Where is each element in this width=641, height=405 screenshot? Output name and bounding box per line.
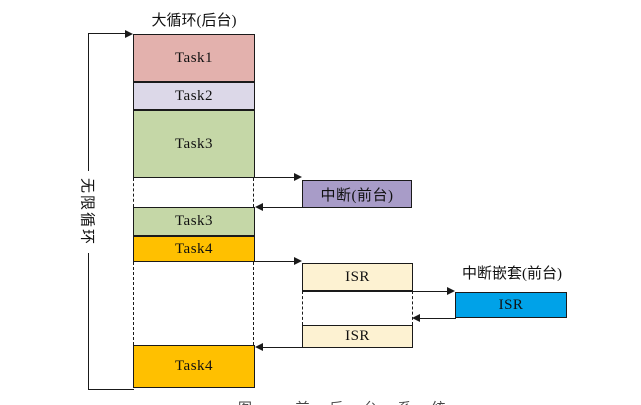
- arrowhead-right-icon: [294, 173, 302, 181]
- return-to-task4-line: [262, 347, 413, 348]
- idle-gap1-right-dashed-line: [253, 178, 254, 207]
- interrupt-foreground-label: 中断(前台): [320, 187, 394, 204]
- isr-gap-left-dashed-line: [302, 291, 303, 325]
- arrowhead-left-icon: [255, 343, 263, 351]
- arrowhead-right-icon: [447, 287, 455, 295]
- task4-resumed-box: Task4: [133, 345, 255, 388]
- arrowhead-right-icon: [125, 29, 133, 38]
- return-from-nested-isr-line: [419, 318, 456, 319]
- idle-gap2-right-dashed-line: [253, 262, 254, 345]
- nested-isr-label: ISR: [498, 296, 524, 313]
- idle-gap1-left-dashed-line: [133, 178, 134, 207]
- task2-label: Task2: [174, 87, 214, 104]
- arrowhead-right-icon: [294, 257, 302, 265]
- interrupt-foreground-box: 中断(前台): [302, 180, 412, 208]
- task2-box: Task2: [133, 82, 255, 110]
- task1-label: Task1: [174, 49, 214, 66]
- task3-resumed-box: Task3: [133, 207, 255, 236]
- loop-bracket-top-line: [88, 33, 126, 34]
- task4-resumed-label: Task4: [174, 358, 214, 374]
- task1-box: Task1: [133, 34, 255, 82]
- isr2-box: ISR: [302, 325, 413, 348]
- isr1-label: ISR: [345, 268, 370, 285]
- loop-bracket-bottom-line: [88, 389, 134, 390]
- arrowhead-left-icon: [255, 203, 263, 211]
- return-from-interrupt-line: [262, 207, 302, 208]
- task3-box: Task3: [133, 110, 255, 178]
- arrow-to-nested-isr-line: [302, 291, 449, 292]
- infinite-loop-label: 无限循环: [77, 170, 99, 254]
- task3-label: Task3: [174, 135, 214, 152]
- isr1-box: ISR: [302, 263, 413, 291]
- arrow-to-interrupt-line: [255, 177, 295, 178]
- task4-box: Task4: [133, 236, 255, 262]
- isr2-label: ISR: [345, 328, 370, 344]
- idle-gap2-left-dashed-line: [133, 262, 134, 345]
- arrowhead-left-icon: [412, 314, 420, 322]
- task4-label: Task4: [174, 240, 214, 257]
- arrow-to-isr1-line: [255, 261, 295, 262]
- background-loop-title: 大循环(后台): [151, 13, 237, 29]
- nested-interrupt-title: 中断嵌套(前台): [462, 266, 562, 282]
- nested-isr-box: ISR: [455, 292, 567, 318]
- isr-gap-right-dashed-line: [412, 291, 413, 325]
- task3-resumed-label: Task3: [174, 213, 214, 229]
- figure-caption: 图 前后台系统: [238, 398, 568, 405]
